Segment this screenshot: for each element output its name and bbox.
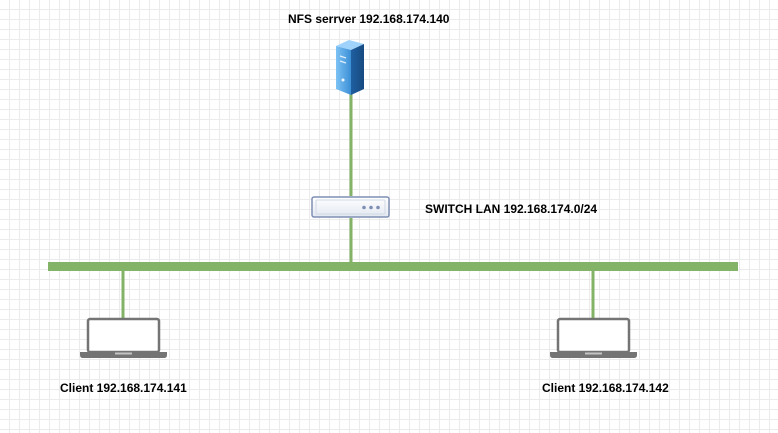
laptop-icon[interactable] [550, 317, 637, 358]
network-switch-icon[interactable] [311, 196, 390, 218]
client-label: Client 192.168.174.142 [542, 381, 669, 395]
server-tower-icon[interactable] [336, 40, 364, 95]
lan-bus [48, 262, 738, 271]
client-label: Client 192.168.174.141 [60, 381, 187, 395]
switch-label: SWITCH LAN 192.168.174.0/24 [425, 202, 598, 216]
laptop-icon[interactable] [80, 317, 167, 358]
server-label: NFS serrver 192.168.174.140 [288, 12, 450, 26]
